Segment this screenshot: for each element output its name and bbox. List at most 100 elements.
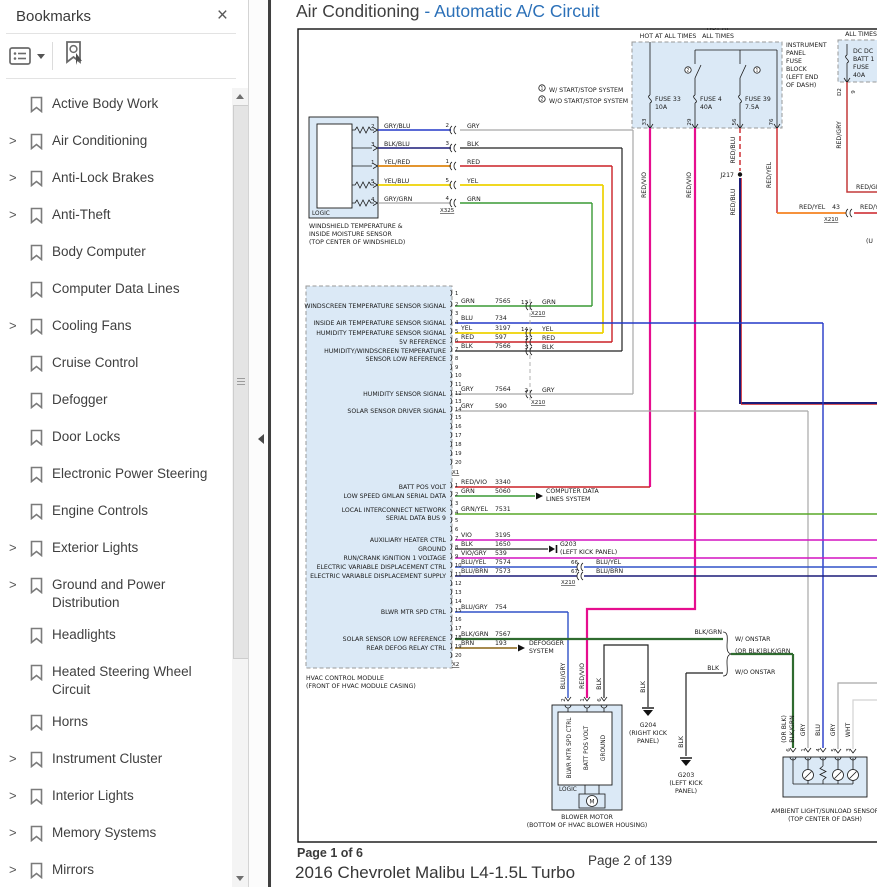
hvac-module-label: G203 bbox=[560, 541, 577, 548]
sidebar-item-instrument-cluster[interactable]: > Instrument Cluster bbox=[0, 743, 231, 780]
bookmark-icon bbox=[30, 132, 52, 155]
arrow-down-icon bbox=[236, 876, 244, 885]
expand-chevron-icon[interactable]: > bbox=[0, 132, 30, 149]
expand-chevron-icon[interactable]: > bbox=[0, 539, 30, 556]
dcdc-fuse-label: BATT 1 bbox=[853, 56, 874, 63]
expand-chevron-icon[interactable]: > bbox=[0, 206, 30, 223]
feed-wires-label: RED/BLU bbox=[730, 137, 737, 164]
bookmark-icon bbox=[30, 576, 52, 599]
expand-chevron-icon[interactable]: > bbox=[0, 750, 30, 767]
sidebar-item-anti-theft[interactable]: > Anti-Theft bbox=[0, 199, 231, 236]
close-icon[interactable]: × bbox=[217, 4, 228, 28]
sidebar-item-ground-and-power-distribution[interactable]: > Ground and Power Distribution bbox=[0, 569, 231, 619]
windshield-sensor-label: YEL bbox=[466, 178, 479, 185]
hvac-module-label: BRN bbox=[461, 640, 475, 647]
ip-fuse-block-label: 2 bbox=[687, 68, 690, 74]
bookmark-icon bbox=[30, 317, 52, 340]
ip-fuse-block-label: HOT AT ALL TIMES bbox=[640, 33, 697, 40]
hvac-module-label: 67 bbox=[571, 569, 578, 575]
bookmark-icon bbox=[30, 787, 52, 810]
sidebar-item-cruise-control[interactable]: > Cruise Control bbox=[0, 347, 231, 384]
hvac-module-label: 7574 bbox=[495, 559, 511, 566]
sidebar-item-mirrors[interactable]: > Mirrors bbox=[0, 854, 231, 887]
blower-motor-label: 1 bbox=[580, 698, 586, 702]
scrollbar-thumb[interactable] bbox=[233, 105, 249, 659]
sidebar-item-defogger[interactable]: > Defogger bbox=[0, 384, 231, 421]
sidebar-item-memory-systems[interactable]: > Memory Systems bbox=[0, 817, 231, 854]
hvac-module-label: GRN bbox=[461, 488, 475, 495]
bookmark-label: Cruise Control bbox=[52, 354, 138, 372]
bookmarks-title: Bookmarks bbox=[16, 8, 91, 25]
bookmark-icon bbox=[30, 824, 52, 847]
hvac-module-label: 1650 bbox=[495, 541, 511, 548]
scroll-up-button[interactable] bbox=[232, 88, 248, 104]
bookmark-icon bbox=[30, 243, 52, 266]
sidebar-item-headlights[interactable]: > Headlights bbox=[0, 619, 231, 656]
sidebar-item-active-body-work[interactable]: > Active Body Work bbox=[0, 88, 231, 125]
bookmark-label: Anti-Theft bbox=[52, 206, 111, 224]
sidebar-item-electronic-power-steering[interactable]: > Electronic Power Steering bbox=[0, 458, 231, 495]
hvac-pin-number: 8 bbox=[455, 356, 458, 362]
expand-chevron-icon[interactable]: > bbox=[0, 824, 30, 841]
hvac-pin-number: 1 bbox=[455, 483, 458, 489]
windshield-sensor-label: 5 bbox=[446, 178, 450, 184]
sidebar-item-computer-data-lines[interactable]: > Computer Data Lines bbox=[0, 273, 231, 310]
hvac-module-label: WINDSCREEN TEMPERATURE SENSOR SIGNAL bbox=[304, 303, 446, 310]
bookmarks-toolbar bbox=[0, 34, 248, 78]
windshield-sensor-label: 2 bbox=[371, 124, 375, 130]
hvac-pin-number: 14 bbox=[455, 599, 462, 605]
bookmark-label: Body Computer bbox=[52, 243, 146, 261]
sidebar-item-door-locks[interactable]: > Door Locks bbox=[0, 421, 231, 458]
onstar-variant-label: BLK/GRN bbox=[789, 715, 796, 743]
bookmark-options-icon[interactable] bbox=[8, 46, 45, 66]
hvac-module-label: 7566 bbox=[495, 343, 511, 350]
expand-chevron-icon[interactable]: > bbox=[0, 576, 30, 593]
onstar-variant-label: BLK/GRN bbox=[763, 648, 791, 655]
bookmark-icon bbox=[30, 626, 52, 649]
sidebar-item-exterior-lights[interactable]: > Exterior Lights bbox=[0, 532, 231, 569]
hvac-module-label: 590 bbox=[495, 403, 507, 410]
windshield-sensor-label: (TOP CENTER OF WINDSHIELD) bbox=[309, 239, 405, 246]
collapse-panel-button[interactable] bbox=[251, 424, 266, 454]
windshield-sensor-label: 1 bbox=[371, 160, 375, 166]
hvac-module-label: SOLAR SENSOR LOW REFERENCE bbox=[343, 636, 446, 643]
page-edge-bar bbox=[268, 0, 271, 887]
windshield-sensor-label: YEL/BLU bbox=[383, 178, 409, 185]
hvac-module-label: 7567 bbox=[495, 631, 511, 638]
ip-fuse-block-label: OF DASH) bbox=[786, 82, 816, 89]
hvac-module-wires bbox=[455, 299, 877, 748]
expand-chevron-icon[interactable]: > bbox=[0, 861, 30, 878]
sidebar-item-horns[interactable]: > Horns bbox=[0, 706, 231, 743]
sidebar-item-air-conditioning[interactable]: > Air Conditioning bbox=[0, 125, 231, 162]
windshield-sensor-label: GRY bbox=[467, 123, 480, 130]
hvac-module-label: RED bbox=[542, 335, 555, 342]
sidebar-scrollbar[interactable] bbox=[232, 88, 248, 887]
sidebar-item-heated-steering-wheel-circuit[interactable]: > Heated Steering Wheel Circuit bbox=[0, 656, 231, 706]
sidebar-item-body-computer[interactable]: > Body Computer bbox=[0, 236, 231, 273]
windshield-sensor-label: 2 bbox=[446, 123, 450, 129]
expand-chevron-icon[interactable]: > bbox=[0, 317, 30, 334]
sunload-sensor-label: 6 bbox=[786, 748, 792, 752]
sunload-sensor-label: GRY bbox=[800, 724, 807, 737]
hvac-module-label: (FRONT OF HVAC MODULE CASING) bbox=[306, 683, 416, 690]
feed-wires-label: X210 bbox=[824, 217, 839, 223]
sidebar-item-cooling-fans[interactable]: > Cooling Fans bbox=[0, 310, 231, 347]
find-current-bookmark-icon[interactable] bbox=[62, 40, 87, 72]
sidebar-item-engine-controls[interactable]: > Engine Controls bbox=[0, 495, 231, 532]
feed-wires-label: RED/GRY bbox=[836, 121, 843, 149]
blower-motor-label: BLWR MTR SPD CTRL bbox=[567, 717, 573, 779]
bookmark-label: Anti-Lock Brakes bbox=[52, 169, 154, 187]
expand-chevron-icon[interactable]: > bbox=[0, 787, 30, 804]
scroll-down-button[interactable] bbox=[232, 871, 248, 887]
sidebar-item-interior-lights[interactable]: > Interior Lights bbox=[0, 780, 231, 817]
windshield-sensor-label: LOGIC bbox=[312, 211, 330, 217]
hvac-module-label: HUMIDITY SENSOR SIGNAL bbox=[363, 391, 446, 398]
page-title-link[interactable]: - Automatic A/C Circuit bbox=[424, 1, 599, 21]
bookmark-icon bbox=[30, 206, 52, 229]
sidebar-item-anti-lock-brakes[interactable]: > Anti-Lock Brakes bbox=[0, 162, 231, 199]
sunload-sensor-label: 3 bbox=[846, 748, 852, 752]
sunload-sensor-label: BLU bbox=[815, 724, 822, 736]
hvac-module-label: SOLAR SENSOR DRIVER SIGNAL bbox=[347, 408, 446, 415]
expand-chevron-icon[interactable]: > bbox=[0, 169, 30, 186]
grounds-label: G203 bbox=[678, 772, 695, 779]
